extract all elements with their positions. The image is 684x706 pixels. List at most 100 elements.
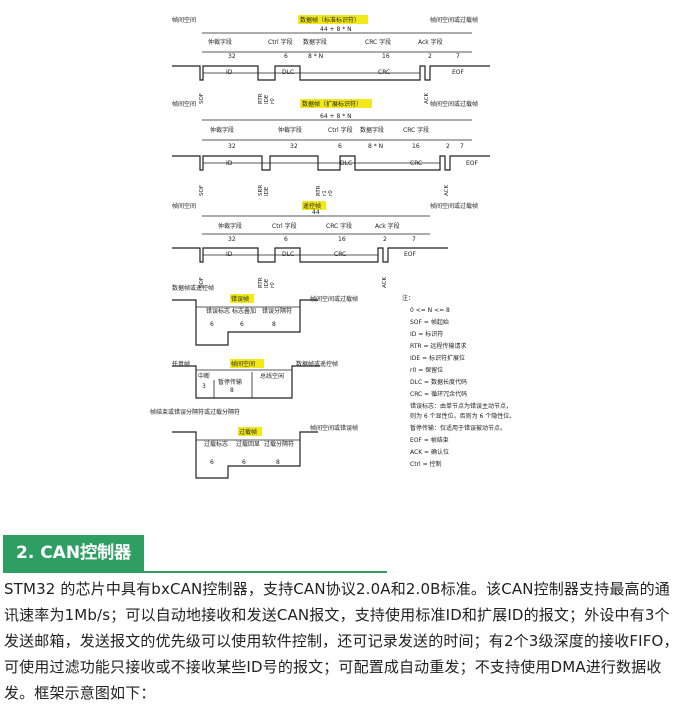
section-paragraph: STM32 的芯片中具有bxCAN控制器，支持CAN协议2.0A和2.0B标准。… — [4, 580, 679, 702]
d3-width-ctrl: 6 — [284, 236, 288, 243]
d1-block-id: ID — [226, 69, 233, 76]
d1-width-id: 32 — [228, 53, 236, 60]
d2-block-eof: EOF — [466, 160, 479, 167]
d4-left-label: 数据帧或遥控帧 — [172, 284, 214, 292]
legend-line: Ctrl = 控制 — [410, 460, 442, 468]
d1-field-ctrl: Ctrl 字段 — [268, 38, 293, 46]
d1-label-sof: SOF — [199, 93, 205, 104]
d2-label-srr: SRR — [258, 185, 264, 196]
d6-left-label: 帧结束或错误分隔符或过载分隔符 — [150, 408, 240, 416]
legend-line: r0 = 保留位 — [410, 366, 443, 374]
d3-width-crc: 16 — [338, 236, 346, 243]
d3-label-sof: SOF — [199, 277, 205, 288]
legend-line: SOF = 帧起始 — [410, 318, 449, 326]
section-heading: 2. CAN控制器 — [3, 535, 387, 573]
d1-label-r0: r0 — [270, 98, 276, 104]
d2-width-id1: 32 — [228, 143, 236, 150]
d6-frame-title: 过载帧 — [239, 428, 257, 436]
d1-field-crc: CRC 字段 — [365, 38, 391, 46]
d6-field-flag: 过载标志 — [204, 440, 228, 448]
d1-frame-title: 数据帧（标准标识符） — [300, 16, 360, 24]
d4-next-label: 帧间空间或过载帧 — [310, 295, 358, 303]
overload-frame-diagram: 帧结束或错误分隔符或过载分隔符 过载帧 帧间空间或错误帧 过载标志 过载回显 过… — [150, 408, 358, 479]
legend-line: 错误标志：由单节点为错误主动节点， — [410, 402, 512, 410]
d6-field-delimiter: 过载分隔符 — [264, 440, 294, 448]
d2-width-crc: 16 — [412, 143, 420, 150]
d3-width-ack: 2 — [383, 236, 387, 243]
d1-field-data: 数据字段 — [303, 38, 327, 46]
d4-width-superpose: 6 — [240, 321, 244, 328]
d2-frame-title: 数据帧（扩展标识符） — [302, 100, 362, 108]
d2-width-id2: 32 — [290, 143, 298, 150]
d1-label-ack: ACK — [424, 92, 430, 104]
d1-width-crc: 16 — [382, 53, 390, 60]
d5-left-label: 任意帧 — [172, 360, 190, 368]
legend-line: RTR = 远程传输请求 — [410, 342, 466, 350]
d1-width-ctrl: 6 — [284, 53, 288, 60]
d1-interframe-label: 帧间空间 — [172, 16, 196, 24]
d5-field-bus-idle: 总线空闲 — [260, 372, 284, 380]
d3-label-rtr: RTR — [258, 277, 264, 288]
d3-label-ide: IDE — [264, 278, 270, 288]
d6-field-echo: 过载回显 — [236, 440, 260, 448]
remote-frame-diagram: 遥控帧 帧间空间 帧间空间或过载帧 44 仲裁字段 Ctrl 字段 CRC 字段… — [172, 201, 478, 288]
d1-label-rtr: RTR — [258, 93, 264, 104]
d5-next-label: 数据帧或遥控帧 — [296, 360, 338, 368]
d3-block-id: ID — [226, 251, 233, 258]
d1-width-eof: 7 — [456, 53, 460, 60]
d2-block-id: ID — [226, 160, 233, 167]
d3-total-length: 44 — [312, 209, 320, 216]
section-heading-label: 2. CAN控制器 — [3, 535, 145, 571]
d3-field-crc: CRC 字段 — [326, 222, 352, 230]
d2-label-rtr: RTR — [316, 185, 322, 196]
d1-label-ide: IDE — [264, 94, 270, 104]
d6-next-label: 帧间空间或错误帧 — [310, 424, 358, 432]
legend-line: CRC = 循环冗余代码 — [410, 390, 467, 398]
d2-block-dlc: DLC — [340, 160, 352, 167]
legend-line: 则为 6 个显性位，否则为 6 个隐性位。 — [410, 412, 515, 420]
d3-interframe-label: 帧间空间 — [172, 202, 196, 210]
d3-block-dlc: DLC — [282, 251, 294, 258]
d3-next-label: 帧间空间或过载帧 — [430, 202, 478, 210]
d2-field-ctrl: Ctrl 字段 — [328, 126, 353, 134]
d1-total-length: 44 + 8 * N — [320, 26, 352, 33]
legend-line: 暂停传输：仅适用于错误被动节点。 — [410, 424, 506, 432]
error-frame-diagram: 数据帧或遥控帧 错误帧 帧间空间或过载帧 错误标志 标志叠加 错误分隔符 6 6… — [172, 284, 358, 346]
diagram-legend: 注： 0 <= N <= 8 SOF = 帧起始 ID = 标识符 RTR = … — [402, 294, 515, 468]
d2-block-crc: CRC — [410, 160, 422, 167]
d3-width-id: 32 — [228, 236, 236, 243]
d3-frame-title: 遥控帧 — [303, 202, 321, 210]
d1-width-data: 8 * N — [308, 53, 323, 60]
d1-field-arbitration: 仲裁字段 — [208, 38, 232, 46]
d3-width-eof: 7 — [412, 236, 416, 243]
d2-width-data: 8 * N — [368, 143, 383, 150]
can-frame-format-diagram: 数据帧（标准标识符） 帧间空间 帧间空间或过载帧 44 + 8 * N 仲裁字段… — [150, 15, 515, 479]
d3-field-arbitration: 仲裁字段 — [218, 222, 242, 230]
extended-data-frame-diagram: 数据帧（扩展标识符） 帧间空间 帧间空间或过载帧 64 + 8 * N 仲裁字段… — [172, 99, 490, 196]
standard-data-frame-diagram: 数据帧（标准标识符） 帧间空间 帧间空间或过载帧 44 + 8 * N 仲裁字段… — [172, 15, 490, 104]
d5-frame-title: 帧间空间 — [231, 360, 255, 368]
legend-line: IDE = 标识符扩展位 — [410, 354, 465, 362]
legend-line: ACK = 确认位 — [410, 448, 449, 456]
d2-field-crc: CRC 字段 — [403, 126, 429, 134]
d6-width-delimiter: 8 — [276, 459, 280, 466]
d2-label-sof: SOF — [199, 185, 205, 196]
d3-field-ack: Ack 字段 — [375, 222, 400, 230]
d3-field-ctrl: Ctrl 字段 — [272, 222, 297, 230]
legend-line: EOF = 帧结束 — [410, 436, 449, 444]
d2-interframe-label: 帧间空间 — [172, 100, 196, 108]
d3-block-eof: EOF — [404, 251, 417, 258]
d4-width-flag: 6 — [210, 321, 214, 328]
d2-next-label: 帧间空间或过载帧 — [430, 100, 478, 108]
d5-field-intermission: 中断 — [198, 372, 210, 380]
legend-line: 0 <= N <= 8 — [410, 307, 450, 314]
legend-title: 注： — [402, 294, 414, 302]
d5-width-suspend: 8 — [230, 387, 234, 394]
legend-line: ID = 标识符 — [410, 330, 443, 338]
d6-width-flag: 6 — [210, 459, 214, 466]
d2-width-ctrl: 6 — [338, 143, 342, 150]
d5-width-intermission: 3 — [202, 383, 206, 390]
d2-total-length: 64 + 8 * N — [320, 113, 352, 120]
d3-block-crc: CRC — [334, 251, 346, 258]
d1-width-ack: 2 — [428, 53, 432, 60]
